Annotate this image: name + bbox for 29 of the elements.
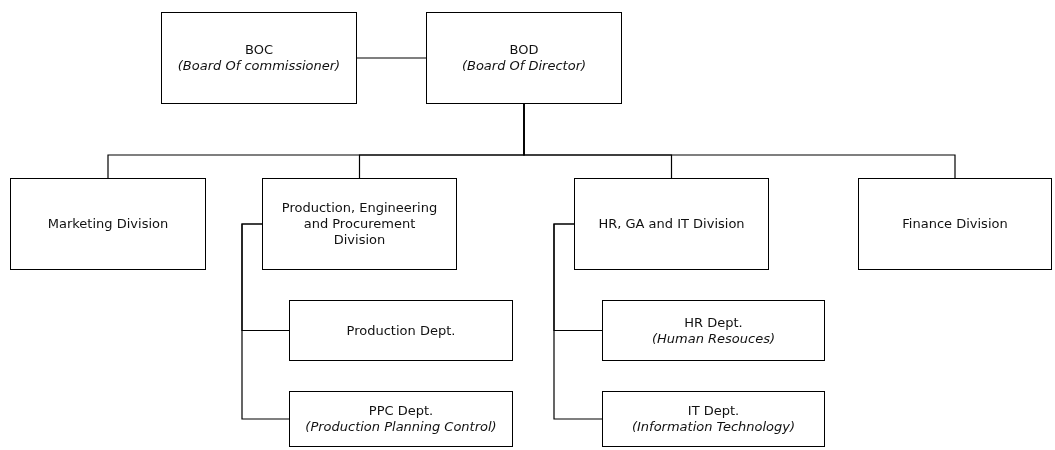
unit-name: HR Dept. [684, 314, 743, 331]
unit-description: (Human Resouces) [651, 330, 776, 347]
unit-name: IT Dept. [687, 403, 740, 419]
unit-name: BOD [509, 42, 539, 58]
unit-name: HR, GA and IT Division [598, 216, 745, 232]
org-box [289, 391, 513, 447]
unit-name: Production Dept. [346, 322, 456, 339]
org-box [426, 12, 622, 104]
connector-line [356, 57, 427, 59]
org-box [161, 12, 357, 104]
org-box [574, 178, 769, 270]
org-box [289, 300, 513, 361]
connector-line [553, 223, 603, 420]
unit-description: (Board Of commissioner) [177, 58, 341, 74]
org-box [602, 300, 825, 361]
unit-name: Finance Division [902, 216, 1008, 232]
connector-line [523, 103, 956, 179]
unit-name: BOC [245, 42, 273, 58]
org-box [858, 178, 1052, 270]
unit-description: (Production Planning Control) [305, 419, 497, 435]
unit-description: (Board Of Director) [461, 58, 587, 74]
org-box [10, 178, 206, 270]
org-box [602, 391, 825, 447]
unit-name: PPC Dept. [368, 403, 434, 419]
unit-name: Production, Engineering and Procurement Division [280, 200, 439, 248]
org-box [262, 178, 457, 270]
unit-name: Marketing Division [47, 216, 169, 232]
unit-description: (Information Technology) [631, 419, 796, 435]
connector-line [241, 223, 290, 420]
